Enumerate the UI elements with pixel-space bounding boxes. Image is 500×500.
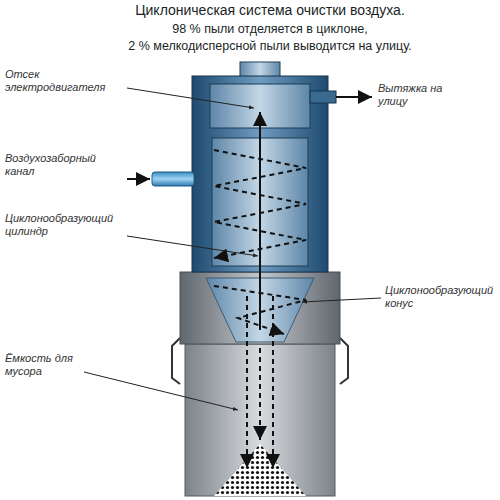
- leader-line: [302, 298, 381, 302]
- label-box: 2 % мелкодисперсной пыли выводится на ул…: [40, 39, 500, 54]
- label-box: 98 % пыли отделяется в циклоне,: [40, 22, 500, 37]
- dust-flow: [246, 296, 248, 468]
- label-box: Ёмкость для мусора: [5, 352, 80, 378]
- leader-line: [127, 236, 258, 256]
- exhaust-arrow: [336, 96, 372, 98]
- label-box: Воздухозаборный канал: [5, 152, 123, 178]
- label-box: Вытяжка на улицу: [378, 82, 468, 108]
- intake-arrow: [127, 178, 150, 180]
- clamp: [340, 338, 348, 384]
- dust-flow: [259, 348, 261, 440]
- note-text: 2 % мелкодисперсной пыли выводится на ул…: [40, 39, 500, 54]
- callout-label: Воздухозаборный канал: [5, 152, 123, 178]
- title-box: Циклоническая система очистки воздуха.: [40, 2, 500, 19]
- leader-line: [127, 88, 254, 108]
- clean-air-flow: [259, 112, 261, 330]
- title: Циклоническая система очистки воздуха.: [40, 2, 500, 19]
- callout-label: Отсек электродвигателя: [5, 68, 123, 94]
- label-box: Циклонообразующий цилиндр: [5, 212, 123, 238]
- clamp: [172, 338, 180, 384]
- dust-container: [185, 344, 335, 496]
- leader-line: [84, 372, 238, 410]
- callout-label: Циклонообразующий цилиндр: [5, 212, 123, 238]
- dust-pile: [214, 444, 306, 496]
- label-box: Отсек электродвигателя: [5, 68, 123, 94]
- callout-label: Ёмкость для мусора: [5, 352, 80, 378]
- intake-pipe: [152, 172, 194, 186]
- exhaust-pipe: [310, 91, 336, 103]
- callout-label: Вытяжка на улицу: [378, 82, 468, 108]
- label-box: Циклонообразующий конус: [385, 284, 495, 310]
- callout-label: Циклонообразующий конус: [385, 284, 495, 310]
- note-text: 98 % пыли отделяется в циклоне,: [40, 22, 500, 37]
- dust-flow: [272, 296, 274, 468]
